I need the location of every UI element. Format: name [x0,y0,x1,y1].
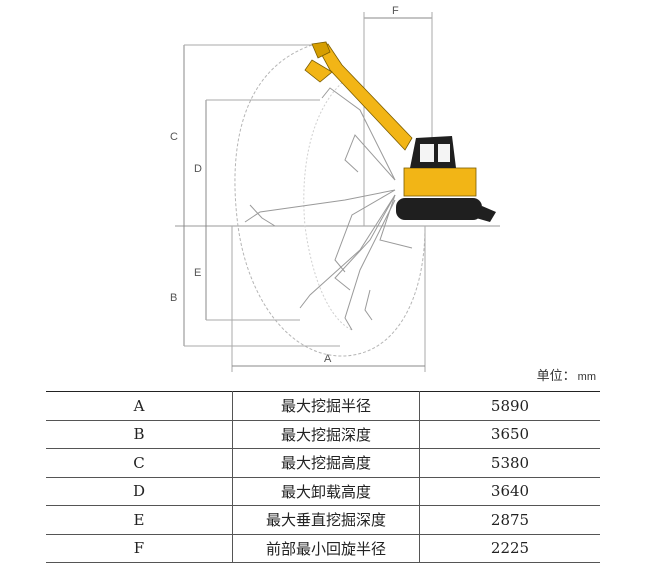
row-code: F [46,533,233,563]
dim-label-e: E [194,267,201,279]
row-value: 3650 [419,419,600,449]
excavator-body [396,136,496,222]
unit-suffix: mm [577,371,596,383]
table-row: C 最大挖掘高度 5380 [46,448,600,478]
table-row: F 前部最小回旋半径 2225 [46,533,600,563]
row-value: 2225 [419,533,600,563]
dim-label-b: B [170,292,177,304]
row-value: 2875 [419,505,600,535]
row-code: A [46,391,233,421]
dim-label-a: A [324,353,332,365]
inner-envelope [303,79,353,331]
unit-label: 单位：mm [537,365,596,384]
row-name: 前部最小回旋半径 [232,533,420,563]
working-range-diagram: C D E B A F [170,5,500,372]
row-code: E [46,505,233,535]
dim-label-d: D [194,163,202,175]
working-envelope [234,44,426,357]
dim-label-f: F [392,5,399,17]
dim-label-c: C [170,131,178,143]
row-name: 最大垂直挖掘深度 [232,505,420,535]
row-value: 3640 [419,476,600,506]
row-name: 最大挖掘深度 [232,419,420,449]
table-row: D 最大卸载高度 3640 [46,476,600,506]
row-code: D [46,476,233,506]
row-name: 最大挖掘半径 [232,391,420,421]
unit-label-text: 单位： [536,369,576,384]
row-name: 最大卸载高度 [232,476,420,506]
ghost-arm-positions [244,87,413,331]
excavator-arm [304,41,413,151]
row-code: B [46,419,233,449]
row-name: 最大挖掘高度 [232,448,420,478]
spec-table: A 最大挖掘半径 5890 B 最大挖掘深度 3650 C 最大挖掘高度 538… [46,391,600,563]
row-value: 5890 [419,391,600,421]
table-row: B 最大挖掘深度 3650 [46,419,600,449]
row-value: 5380 [419,448,600,478]
row-code: C [46,448,233,478]
table-row: A 最大挖掘半径 5890 [46,391,600,421]
table-row: E 最大垂直挖掘深度 2875 [46,505,600,535]
